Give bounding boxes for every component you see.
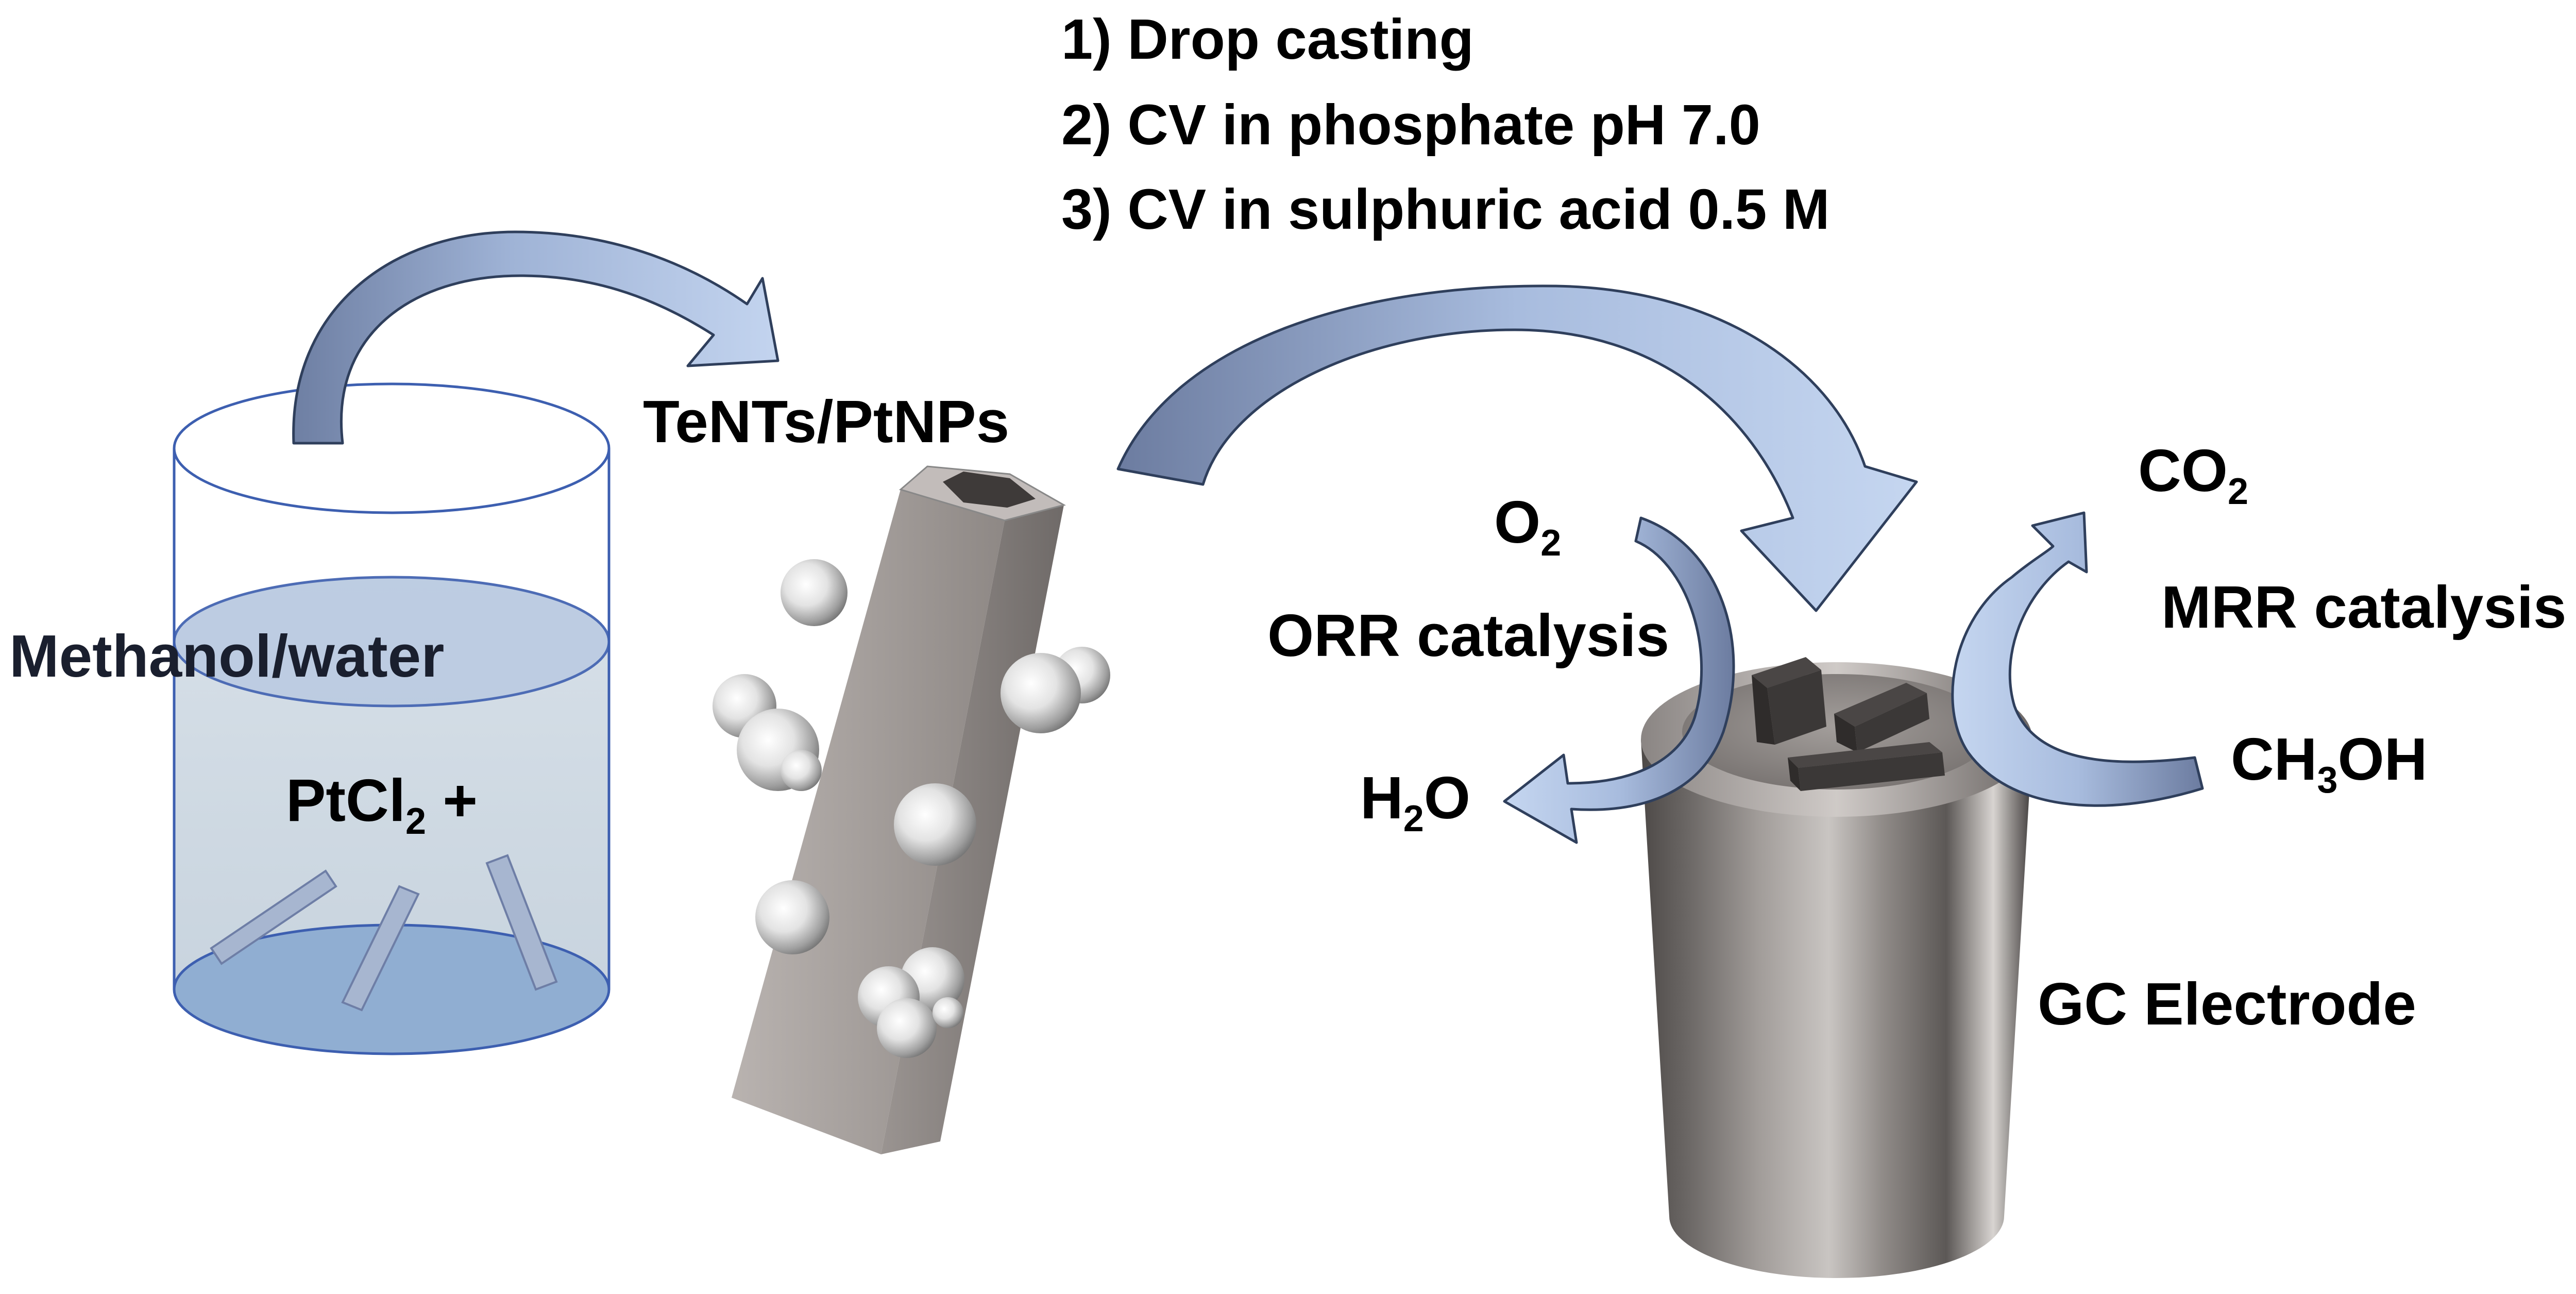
step-1-label: 1) Drop casting bbox=[1061, 8, 1474, 71]
step-2-label: 2) CV in phosphate pH 7.0 bbox=[1061, 93, 1760, 157]
mrr-reactant-label: CH3OH bbox=[2231, 729, 2428, 799]
arrow-nanotube-to-electrode bbox=[1116, 284, 1918, 612]
o2-text: O bbox=[1494, 489, 1541, 556]
nanotube-front-face bbox=[732, 490, 1005, 1154]
precursor-subscript: 2 bbox=[405, 801, 426, 843]
h2o-suffix: O bbox=[1423, 764, 1471, 831]
h2o-prefix: H bbox=[1360, 764, 1403, 831]
orr-reactant-label: O2 bbox=[1494, 492, 1561, 562]
co2-subscript: 2 bbox=[2228, 471, 2248, 513]
arrow-mrr bbox=[1951, 511, 2204, 807]
mrr-catalysis-label: MRR catalysis bbox=[2161, 574, 2567, 641]
solvent-label: Methanol/water bbox=[9, 623, 445, 690]
o2-subscript: 2 bbox=[1540, 523, 1562, 564]
ch3oh-suffix: OH bbox=[2337, 726, 2428, 793]
orr-product-label: H2O bbox=[1360, 768, 1470, 837]
beaker bbox=[173, 382, 611, 1055]
electrode-body bbox=[1641, 740, 2032, 1278]
h2o-subscript: 2 bbox=[1403, 798, 1424, 840]
deposited-nanotubes bbox=[1752, 657, 1945, 791]
beaker-rim bbox=[173, 382, 611, 514]
nanotube-hollow bbox=[943, 472, 1036, 508]
electrode-label: GC Electrode bbox=[2038, 970, 2416, 1037]
nanotube bbox=[713, 465, 1110, 1154]
precursor-label: PtCl2 + bbox=[286, 770, 478, 840]
beaker-nanorods bbox=[210, 854, 558, 1012]
nanotube-label: TeNTs/PtNPs bbox=[643, 388, 1010, 455]
precursor-text: PtCl bbox=[286, 767, 405, 834]
gc-electrode bbox=[1641, 657, 2032, 1278]
arrow-orr bbox=[1503, 516, 1735, 844]
step-3-label: 3) CV in sulphuric acid 0.5 M bbox=[1061, 178, 1830, 241]
ch3oh-subscript: 3 bbox=[2317, 760, 2338, 801]
arrow-beaker-to-nanotube bbox=[292, 230, 779, 445]
ch3oh-prefix: CH bbox=[2231, 726, 2317, 793]
orr-catalysis-label: ORR catalysis bbox=[1267, 602, 1670, 669]
mrr-product-label: CO2 bbox=[2138, 441, 2248, 510]
co2-text: CO bbox=[2138, 437, 2228, 504]
precursor-suffix: + bbox=[426, 767, 478, 834]
pt-nanoparticles bbox=[713, 559, 1110, 1058]
